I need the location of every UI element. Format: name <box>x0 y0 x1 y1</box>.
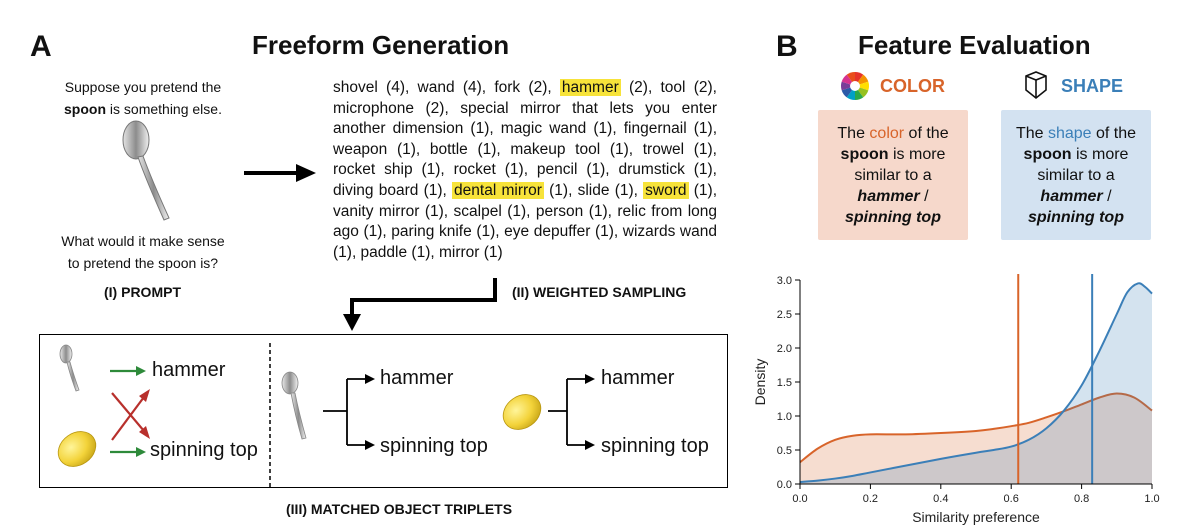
shape-card-line2: spoon is more <box>1001 144 1151 165</box>
shape-card-hammer: hammer <box>1040 188 1103 205</box>
prompt-line-2: spoon is something else. <box>48 98 238 120</box>
triplets-box <box>39 334 728 488</box>
color-card-line5: spinning top <box>818 207 968 228</box>
shape-card-the: The <box>1015 125 1048 142</box>
density-area-1 <box>800 283 1152 484</box>
prompt-line-2-rest: is something else. <box>106 101 222 117</box>
highlight-hammer: hammer <box>559 79 621 96</box>
color-card-similar: similar to a <box>854 167 932 184</box>
prompt-line-1: Suppose you pretend the <box>64 79 222 95</box>
y-tick-label: 2.0 <box>777 343 792 355</box>
shape-icon <box>1025 71 1047 100</box>
lemon-icon-left <box>57 431 97 467</box>
elbow-arrow-icon <box>343 278 497 331</box>
x-tick-label: 0.0 <box>792 493 807 505</box>
color-wheel-center <box>850 81 860 91</box>
density-chart: 0.0 0.5 1.0 1.5 2.0 2.5 3.0 0.0 0.2 0.4 0.6 0.8 1.0S… <box>752 274 1160 525</box>
shape-card-similar: similar to a <box>1037 167 1115 184</box>
highlight-sword: sword <box>643 181 689 199</box>
shape-label: SHAPE <box>1061 76 1124 96</box>
y-tick-label: 0.5 <box>777 445 792 457</box>
density-line-0 <box>799 392 1153 464</box>
y-tick-label: 1.0 <box>777 411 792 423</box>
panel-a-letter: A <box>30 30 52 63</box>
left-top-label: spinning top <box>150 439 258 461</box>
color-card-hammer: hammer <box>857 188 920 205</box>
x-axis-label: Similarity preference <box>912 509 1040 525</box>
color-wheel-segment <box>855 81 869 91</box>
question-line-2: to pretend the spoon is? <box>67 255 219 271</box>
spoon-icon-middle <box>281 371 307 440</box>
arrow-right-icon <box>244 164 316 182</box>
shape-card-line4: hammer / <box>1001 186 1151 207</box>
prompt-caption: (I) PROMPT <box>104 284 181 300</box>
right-top-label: spinning top <box>601 435 709 457</box>
density-line-1 <box>799 282 1153 483</box>
green-arrows <box>110 366 146 457</box>
color-wheel-icon <box>841 72 869 100</box>
prompt-text-top: Suppose you pretend the spoon is somethi… <box>48 76 238 120</box>
sampling-caption: (II) WEIGHTED SAMPLING <box>512 284 687 300</box>
color-wheel-segment <box>841 81 855 91</box>
shape-card-slash: / <box>1102 188 1112 205</box>
y-tick-label: 1.5 <box>777 377 792 389</box>
panel-b-letter: B <box>776 30 798 63</box>
color-card-slash: / <box>919 188 929 205</box>
shape-card-top: spinning top <box>1028 209 1124 226</box>
shape-card-spoon: spoon <box>1023 146 1072 163</box>
shape-card-feature: shape <box>1047 125 1092 142</box>
y-tick-label: 2.5 <box>777 309 792 321</box>
triplets-graphics <box>57 343 595 487</box>
color-card-line2: spoon is more <box>818 144 968 165</box>
sampled-answers: shovel (4), wand (4), fork (2), hammer (… <box>333 78 717 263</box>
y-axis-label: Density <box>752 359 768 406</box>
color-card-the: The <box>837 125 870 142</box>
bracket-arrows-right <box>548 374 595 450</box>
triplets-caption: (III) MATCHED OBJECT TRIPLETS <box>286 501 513 517</box>
middle-hammer-label: hammer <box>380 367 454 389</box>
panel-b-title: Feature Evaluation <box>858 30 1091 60</box>
shape-card-of-the: of the <box>1091 125 1137 142</box>
question-line-1: What would it make sense <box>61 233 225 249</box>
sample-seg-4: (1), slide (1), <box>543 181 644 199</box>
panel-a-title: Freeform Generation <box>252 30 510 60</box>
y-tick-label: 3.0 <box>777 275 792 287</box>
color-card-line1: The color of the <box>818 110 968 144</box>
color-card: The color of the spoon is more similar t… <box>818 110 968 240</box>
spoon-icon-left <box>59 344 80 392</box>
color-card-feature: color <box>869 125 905 142</box>
density-area-0 <box>800 393 1152 484</box>
sample-seg-6: (1), vanity mirror (1), scalpel (1), per… <box>333 181 717 261</box>
x-tick-label: 0.2 <box>863 493 878 505</box>
shape-card-line5: spinning top <box>1001 207 1151 228</box>
shape-card: The shape of the spoon is more similar t… <box>1001 110 1151 240</box>
shape-card-is-more: is more <box>1071 146 1129 163</box>
color-label: COLOR <box>880 76 945 96</box>
color-card-spoon: spoon <box>840 146 889 163</box>
color-card-of-the: of the <box>904 125 949 142</box>
bracket-arrows-middle <box>323 374 375 450</box>
sample-seg-2: (2), tool (2), microphone (2), special m… <box>333 79 717 199</box>
sample-seg-0: shovel (4), wand (4), fork (2), <box>333 79 560 96</box>
middle-top-label: spinning top <box>380 435 488 457</box>
x-tick-label: 0.8 <box>1074 493 1089 505</box>
y-tick-label: 0.0 <box>777 479 792 491</box>
left-hammer-label: hammer <box>152 359 226 381</box>
red-cross-arrows <box>111 389 150 441</box>
color-card-top: spinning top <box>845 209 941 226</box>
color-card-line4: hammer / <box>818 186 968 207</box>
prompt-spoon-word: spoon <box>64 101 107 117</box>
prompt-question: What would it make sense to pretend the … <box>48 230 238 274</box>
x-tick-label: 0.4 <box>933 493 948 505</box>
x-tick-label: 0.6 <box>1004 493 1019 505</box>
x-tick-label: 1.0 <box>1144 493 1159 505</box>
spoon-image-large <box>122 120 170 221</box>
highlight-dental-mirror: dental mirror <box>452 181 544 199</box>
color-card-is-more: is more <box>888 146 946 163</box>
shape-card-line1: The shape of the <box>1001 110 1151 144</box>
right-hammer-label: hammer <box>601 367 675 389</box>
lemon-icon-right <box>502 394 542 430</box>
